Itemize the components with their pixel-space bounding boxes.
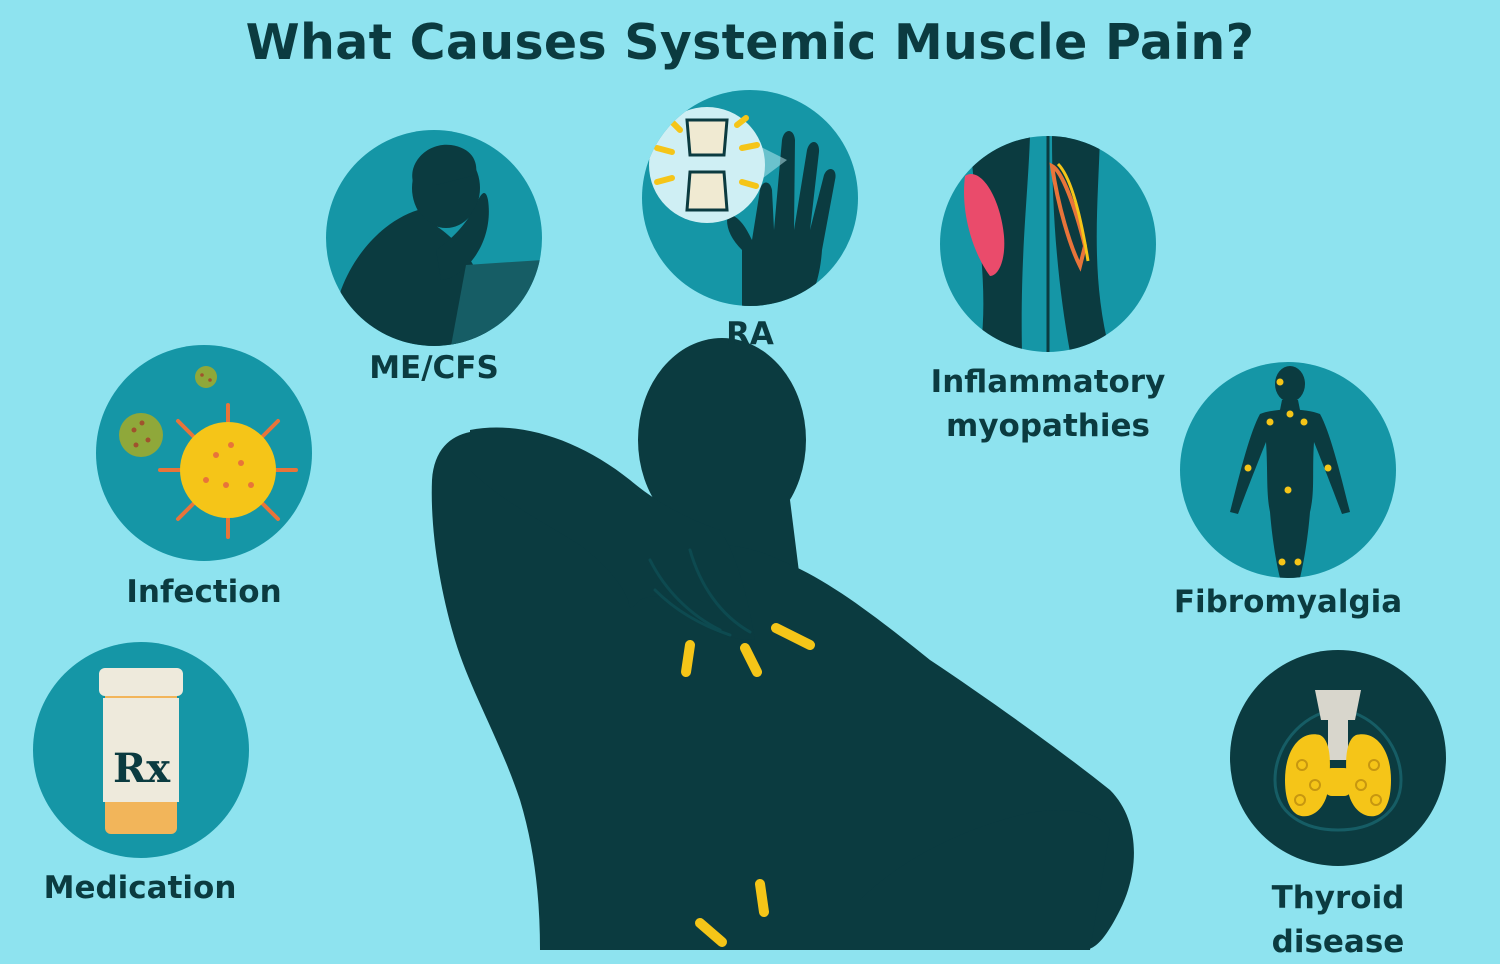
thyroid-disease-label: Thyroid disease [1271,880,1405,960]
rx-symbol: Rx [113,745,171,792]
infection-label: Infection [126,574,282,610]
infection-circle [96,345,312,561]
fibromyalgia-circle [1180,362,1396,578]
ra-label: RA [726,316,774,352]
inflammatory-myopathies-label: Inflammatory myopathies [930,364,1166,444]
medication-circle: Rx [33,642,249,858]
thyroid-disease-circle [1230,650,1446,866]
pain-marks [681,623,815,947]
fibromyalgia-label: Fibromyalgia [1173,584,1403,620]
medication-label: Medication [43,870,237,906]
page-title: What Causes Systemic Muscle Pain? [245,14,1255,71]
inflammatory-myopathies-circle [940,136,1156,352]
me-cfs-circle [326,130,542,346]
ra-circle [642,90,858,306]
me-cfs-label: ME/CFS [369,350,499,386]
